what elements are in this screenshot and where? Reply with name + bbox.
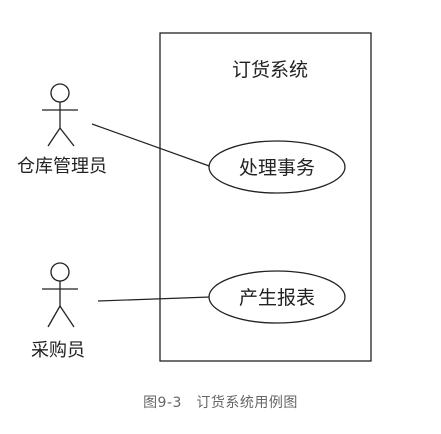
use-case-process-transaction <box>208 140 346 194</box>
actor-warehouse-manager <box>42 83 78 147</box>
actor-left-leg <box>47 127 61 147</box>
actor-right-leg <box>59 305 75 328</box>
actor-head <box>50 83 70 103</box>
association-purchaser-report <box>97 296 211 302</box>
actor-right-leg <box>59 127 75 147</box>
system-boundary <box>159 32 372 362</box>
use-case-label-process-transaction: 处理事务 <box>239 157 315 179</box>
actor-label-purchaser: 采购员 <box>31 340 85 361</box>
actor-head <box>50 262 70 282</box>
association-warehouse-manager-process <box>91 123 213 168</box>
system-name: 订货系统 <box>232 59 308 81</box>
actor-left-leg <box>47 305 61 328</box>
actor-purchaser <box>42 262 78 328</box>
use-case-generate-report <box>208 270 346 324</box>
use-case-label-generate-report: 产生报表 <box>239 287 315 309</box>
actor-label-warehouse-manager: 仓库管理员 <box>17 156 107 177</box>
figure-caption: 图9-3 订货系统用例图 <box>143 395 298 411</box>
